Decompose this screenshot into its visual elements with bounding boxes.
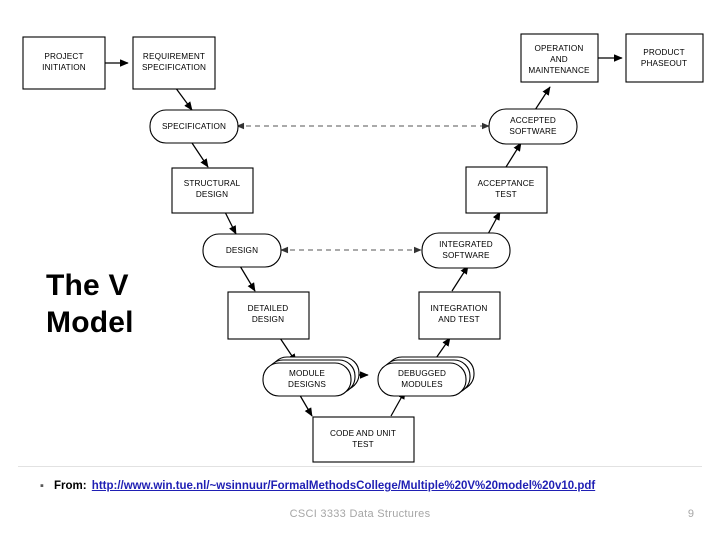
edge-requirement-specification-to-specification xyxy=(174,86,193,111)
node-label-line2: TEST xyxy=(495,190,517,199)
node-label-line1: INTEGRATION xyxy=(431,304,488,313)
edge-specification-to-structural-design xyxy=(191,142,209,168)
node-label-line1: DETAILED xyxy=(248,304,289,313)
node-operation-and-maintenance[interactable]: OPERATION AND MAINTENANCE xyxy=(520,33,599,83)
node-label-line2: PHASEOUT xyxy=(641,59,687,68)
node-label-line2: SPECIFICATION xyxy=(142,63,206,72)
node-label-line3: MAINTENANCE xyxy=(528,66,590,75)
edge-integrated-software-to-acceptance-test xyxy=(487,211,501,235)
node-integrated-software[interactable]: INTEGRATED SOFTWARE xyxy=(421,232,511,269)
node-label-line2: DESIGNS xyxy=(288,380,326,389)
page-title-line1: The V xyxy=(46,269,129,302)
page-title: The V Model xyxy=(46,268,206,341)
node-label-line1: DEBUGGED xyxy=(398,369,446,378)
node-design[interactable]: DESIGN xyxy=(202,233,282,268)
node-product-phaseout[interactable]: PRODUCT PHASEOUT xyxy=(625,33,704,83)
source-url-link[interactable]: http://www.win.tue.nl/~wsinnuur/FormalMe… xyxy=(91,480,596,493)
footer-page-number: 9 xyxy=(687,508,694,520)
node-structural-design[interactable]: STRUCTURAL DESIGN xyxy=(171,167,254,214)
node-label-line1: PRODUCT xyxy=(643,48,685,57)
node-label-line1: DESIGN xyxy=(226,246,258,255)
node-project-initiation[interactable]: PROJECT INITIATION xyxy=(22,36,106,90)
page-title-line2: Model xyxy=(46,305,134,339)
node-label-line1: REQUIREMENT xyxy=(143,52,205,61)
node-label-line1: CODE AND UNIT xyxy=(330,429,396,438)
node-label-line2: SOFTWARE xyxy=(442,251,490,260)
v-model-lifecycle-diagram: PROJECT INITIATION REQUIREMENT SPECIFICA… xyxy=(22,33,704,463)
node-module-designs[interactable]: MODULE DESIGNS xyxy=(262,356,360,397)
node-label-line1: INTEGRATED xyxy=(439,240,493,249)
node-label-line1: ACCEPTED xyxy=(510,116,556,125)
node-acceptance-test[interactable]: ACCEPTANCE TEST xyxy=(465,166,548,214)
edge-integration-and-test-to-integrated-software xyxy=(451,265,469,292)
node-label-line1: MODULE xyxy=(289,369,325,378)
node-label-line1: OPERATION xyxy=(535,44,584,53)
node-label-line2: MODULES xyxy=(401,380,443,389)
node-label-line2: DESIGN xyxy=(196,190,228,199)
source-reference: ▪ From: http://www.win.tue.nl/~wsinnuur/F… xyxy=(40,480,700,492)
footer-divider xyxy=(18,466,702,467)
edge-structural-design-to-design xyxy=(224,211,237,235)
footer-course-label: CSCI 3333 Data Structures xyxy=(289,508,431,520)
node-label-line1: PROJECT xyxy=(44,52,83,61)
node-label-line2: TEST xyxy=(352,440,374,449)
node-specification[interactable]: SPECIFICATION xyxy=(149,109,239,144)
node-code-and-unit-test[interactable]: CODE AND UNIT TEST xyxy=(312,416,415,463)
node-label-line1: SPECIFICATION xyxy=(162,122,226,131)
edge-design-to-detailed-design xyxy=(239,265,256,292)
node-label-line2: SOFTWARE xyxy=(509,127,557,136)
node-debugged-modules[interactable]: DEBUGGED MODULES xyxy=(377,356,475,397)
node-label-line2: DESIGN xyxy=(252,315,284,324)
bullet-icon: ▪ xyxy=(40,480,44,492)
edge-accepted-software-to-operation-and-maintenance xyxy=(534,86,551,111)
node-accepted-software[interactable]: ACCEPTED SOFTWARE xyxy=(488,108,578,145)
edge-acceptance-test-to-accepted-software xyxy=(505,142,522,168)
source-label: From: xyxy=(54,480,87,493)
node-requirement-specification[interactable]: REQUIREMENT SPECIFICATION xyxy=(132,36,216,90)
node-integration-and-test[interactable]: INTEGRATION AND TEST xyxy=(418,291,501,340)
node-label-line2: INITIATION xyxy=(42,63,86,72)
node-label-line2: AND TEST xyxy=(438,315,480,324)
node-label-line1: ACCEPTANCE xyxy=(478,179,535,188)
node-detailed-design[interactable]: DETAILED DESIGN xyxy=(227,291,310,340)
node-label-line2: AND xyxy=(550,55,568,64)
node-label-line1: STRUCTURAL xyxy=(184,179,241,188)
